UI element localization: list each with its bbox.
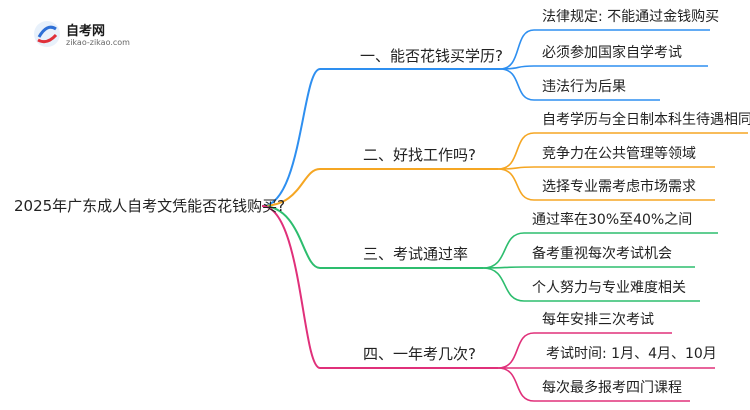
branch-1-label: 一、能否花钱买学历?: [360, 47, 503, 65]
leaf-2-2: 竞争力在公共管理等领域: [542, 146, 696, 162]
branch-3-connector: [261, 205, 483, 269]
leaf-2-2-connector: [497, 166, 715, 170]
leaf-1-3-connector: [499, 68, 660, 101]
leaf-4-3: 每次最多报考四门课程: [542, 380, 682, 396]
leaf-2-3: 选择专业需考虑市场需求: [542, 179, 696, 195]
leaf-2-3-connector: [497, 168, 715, 201]
logo-title: 自考网: [66, 24, 106, 39]
branch-4-label: 四、一年考几次?: [363, 345, 476, 363]
site-logo: 自考网 zikao-zikao.com: [30, 16, 140, 52]
leaf-3-2-connector: [482, 266, 695, 269]
leaf-3-1: 通过率在30%至40%之间: [532, 212, 693, 228]
leaf-1-2: 必须参加国家自学考试: [542, 45, 682, 61]
branch-1-connector: [261, 68, 500, 207]
branch-2-label: 二、好找工作吗?: [363, 146, 476, 164]
leaf-2-1: 自考学历与全日制本科生待遇相同: [542, 112, 750, 128]
leaf-1-1: 法律规定: 不能通过金钱购买: [542, 9, 720, 25]
leaf-4-3-connector: [497, 367, 690, 402]
root-topic: 2025年广东成人自考文凭能否花钱购买?: [14, 197, 286, 215]
leaf-4-1-connector: [497, 332, 672, 369]
leaf-4-2: 考试时间: 1月、4月、10月: [546, 346, 717, 362]
leaf-1-1-connector: [499, 29, 710, 70]
leaf-1-3: 违法行为后果: [542, 79, 626, 95]
leaf-3-2: 备考重视每次考试机会: [532, 246, 672, 262]
leaf-3-3-connector: [482, 267, 700, 302]
leaf-1-2-connector: [499, 65, 708, 70]
leaf-2-1-connector: [497, 132, 748, 170]
branch-3-label: 三、考试通过率: [363, 245, 469, 263]
leaf-3-1-connector: [482, 232, 718, 269]
logo-mark-icon: [34, 21, 60, 47]
leaf-4-1: 每年安排三次考试: [542, 312, 654, 328]
leaf-3-3: 个人努力与专业难度相关: [532, 280, 686, 296]
logo-subtitle: zikao-zikao.com: [66, 38, 130, 47]
branch-4-connector: [261, 205, 498, 369]
branch-2-connector: [261, 168, 498, 207]
